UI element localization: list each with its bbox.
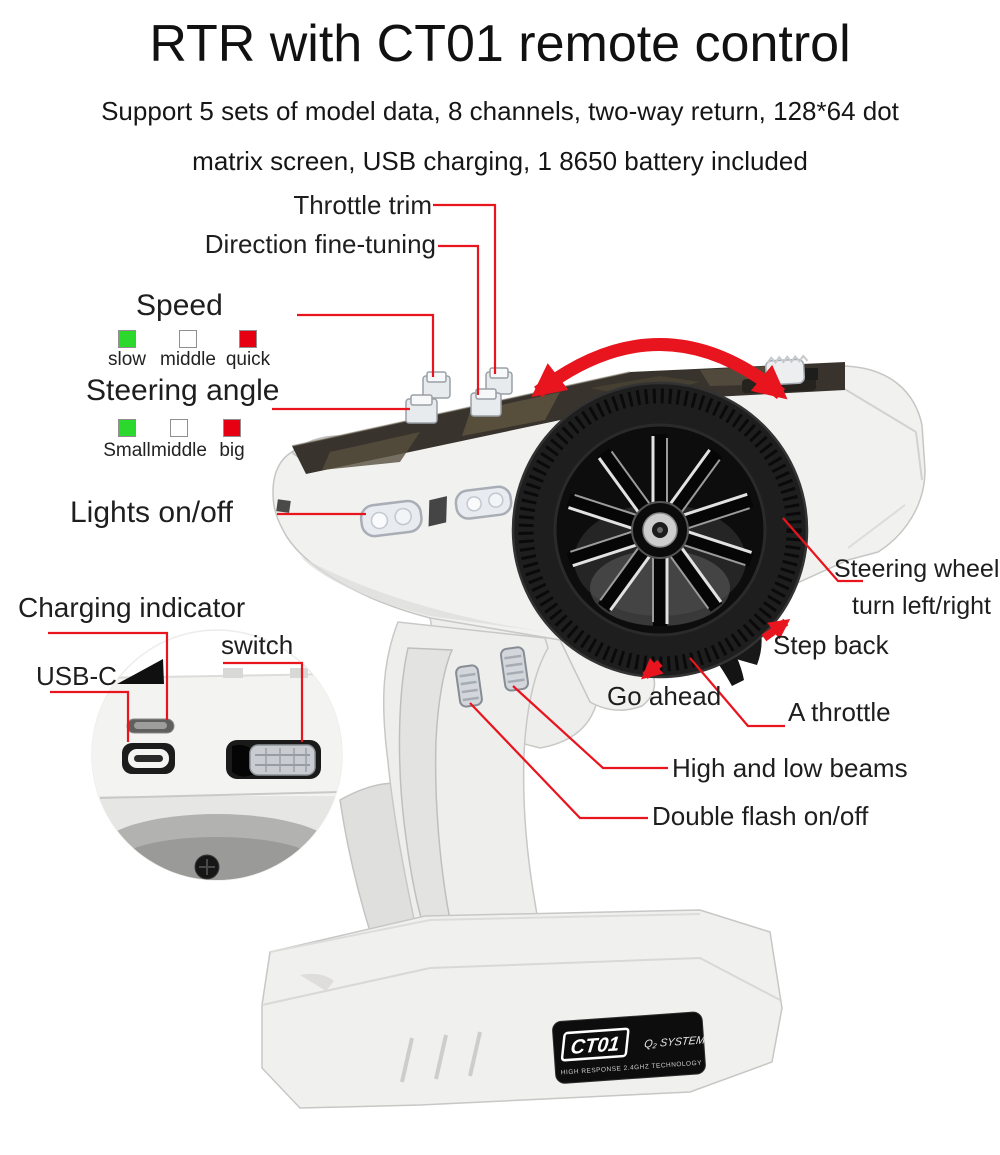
line-direction: [438, 244, 480, 395]
turn-arrow-arc: [531, 338, 788, 400]
ct01-system-text: Q₂ SYSTEM: [644, 1034, 707, 1050]
line-usb-c: [50, 690, 130, 742]
line-double-flash: [469, 702, 648, 820]
steering-big-label: big: [219, 440, 245, 461]
speed-slow-square: [118, 330, 136, 348]
line-a-throttle: [689, 657, 785, 728]
wheel-hub: [631, 501, 689, 559]
label-double-flash: Double flash on/off: [652, 801, 869, 831]
ct01-brand-text: CT01: [569, 1033, 620, 1058]
line-beams: [512, 685, 668, 770]
label-high-low-beams: High and low beams: [672, 753, 908, 783]
led-window-right: [454, 485, 513, 520]
go-ahead-arrow: [641, 657, 664, 680]
grip: [339, 621, 549, 963]
beam-button: [499, 646, 530, 692]
speed-slow-label: slow: [107, 349, 146, 370]
ct01-label: CT01 Q₂ SYSTEM HIGH RESPONSE 2.4GHZ TECH…: [552, 1011, 707, 1084]
label-steering-wheel-line1: Steering wheel: [834, 555, 1000, 583]
label-direction-fine-tuning: Direction fine-tuning: [204, 229, 436, 259]
label-usb-c: USB-C: [36, 661, 117, 691]
label-steering-angle: Steering angle: [86, 374, 280, 407]
steering-middle-square: [170, 419, 188, 437]
battery-base: CT01 Q₂ SYSTEM HIGH RESPONSE 2.4GHZ TECH…: [261, 909, 783, 1109]
line-speed: [297, 313, 435, 377]
label-throttle-trim: Throttle trim: [293, 190, 432, 220]
page-title: RTR with CT01 remote control: [149, 15, 851, 73]
speed-middle-label: middle: [160, 349, 216, 370]
steering-small-square: [118, 419, 136, 437]
bottom-inset: [91, 629, 343, 881]
double-flash-button: [455, 664, 483, 708]
front-lights: [359, 485, 513, 538]
speed-quick-label: quick: [225, 349, 271, 370]
base-tab: [223, 668, 243, 678]
base-tab: [290, 668, 308, 678]
label-charging-indicator: Charging indicator: [18, 592, 246, 623]
screw: [194, 854, 220, 880]
line-steering-wheel: [782, 517, 863, 583]
led-window-left: [359, 499, 423, 538]
speed-quick-square: [239, 330, 257, 348]
steering-wheel: [511, 381, 809, 679]
label-switch: switch: [221, 630, 294, 660]
page-subtitle: Support 5 sets of model data, 8 channels…: [0, 86, 1000, 186]
step-back-arrow: [761, 618, 791, 642]
label-lights: Lights on/off: [70, 496, 233, 529]
label-a-throttle: A throttle: [788, 697, 891, 727]
label-step-back: Step back: [773, 630, 889, 660]
annotations: [48, 203, 863, 820]
line-switch: [223, 661, 304, 742]
front-vent: [276, 499, 291, 513]
trim-buttons: [405, 367, 513, 424]
antenna-stub: [117, 659, 164, 684]
steering-middle-label: middle: [151, 440, 207, 461]
subtitle-line-1: Support 5 sets of model data, 8 channels…: [101, 96, 899, 126]
line-throttle-trim: [433, 203, 497, 374]
trim-button-speed: [422, 371, 451, 399]
trim-button-steering-angle: [405, 394, 438, 424]
steering-big-square: [223, 419, 241, 437]
steering-small-label: Small: [103, 440, 151, 461]
label-speed: Speed: [136, 289, 223, 322]
usb-c-port: [122, 743, 175, 774]
subtitle-line-2: matrix screen, USB charging, 1 8650 batt…: [192, 146, 808, 176]
line-charging: [48, 631, 169, 720]
center-slot: [428, 496, 447, 527]
speed-middle-square: [179, 330, 197, 348]
label-go-ahead: Go ahead: [607, 681, 722, 711]
label-steering-wheel-line2: turn left/right: [852, 592, 991, 620]
trim-button-direction: [470, 388, 502, 417]
charging-indicator-slot: [126, 718, 175, 734]
power-switch: [226, 740, 321, 779]
